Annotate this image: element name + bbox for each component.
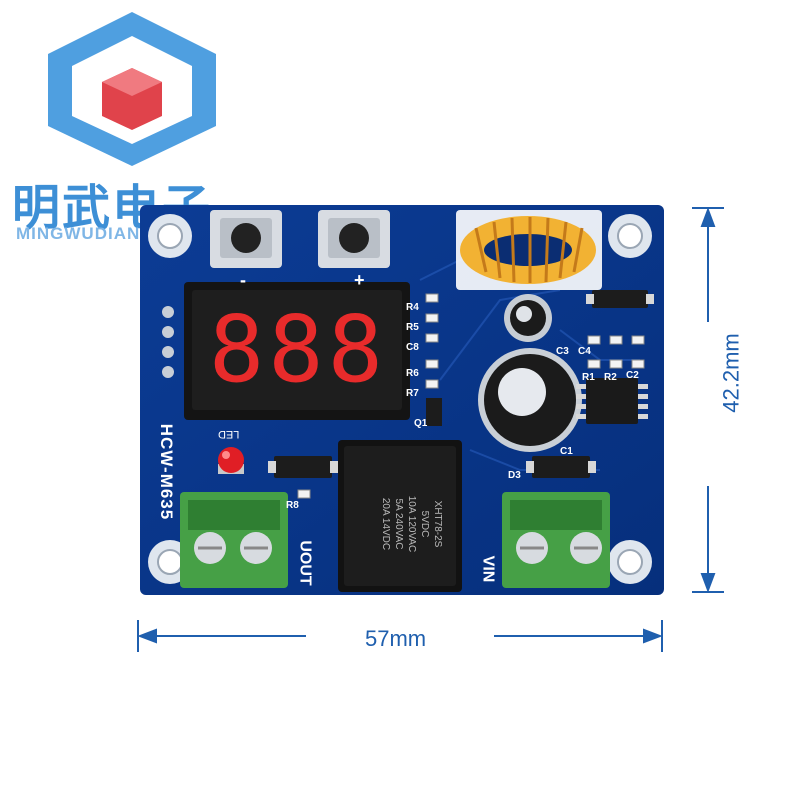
led-label: LED <box>218 428 240 440</box>
button-minus-label: - <box>240 270 246 290</box>
component-label-c8: C8 <box>406 342 419 353</box>
component-label-c1: C1 <box>560 446 573 457</box>
component-label-r1: R1 <box>582 372 595 383</box>
component-label-r2: R2 <box>604 372 617 383</box>
relay-model: XHT78-2S <box>432 500 443 548</box>
component-label-c2: C2 <box>626 370 639 381</box>
relay-label-block: XHT78-2S 5VDC 10A 120VAC 5A 240VAC 20A 1… <box>356 454 444 594</box>
relay-voltage: 5VDC <box>419 510 430 538</box>
component-label-r4: R4 <box>406 302 419 313</box>
component-label-c4: C4 <box>578 346 591 357</box>
button-plus-label: + <box>354 270 365 290</box>
vin-label: VIN <box>479 555 497 583</box>
component-label-r8: R8 <box>286 500 299 511</box>
board-model-label: HCW-M635 <box>157 423 177 521</box>
uout-label: UOUT <box>296 540 314 586</box>
component-label-c3: C3 <box>556 346 569 357</box>
component-label-d3: D3 <box>508 470 521 481</box>
brand-name-en: MINGWUDIANZI <box>16 224 158 243</box>
brand-logo-icon <box>48 12 216 166</box>
seven-segment-display: 888 <box>208 296 388 403</box>
component-label-r6: R6 <box>406 368 419 379</box>
relay-rating-1: 10A 120VAC <box>406 495 417 553</box>
relay-rating-2: 5A 240VAC <box>393 498 404 550</box>
component-label-r7: R7 <box>406 388 419 399</box>
relay-rating-3: 20A 14VDC <box>380 497 391 551</box>
height-dimension-label: 42.2mm <box>718 333 744 413</box>
width-dimension-label: 57mm <box>365 626 427 651</box>
component-label-r5: R5 <box>406 322 419 333</box>
component-label-q1: Q1 <box>414 418 428 429</box>
